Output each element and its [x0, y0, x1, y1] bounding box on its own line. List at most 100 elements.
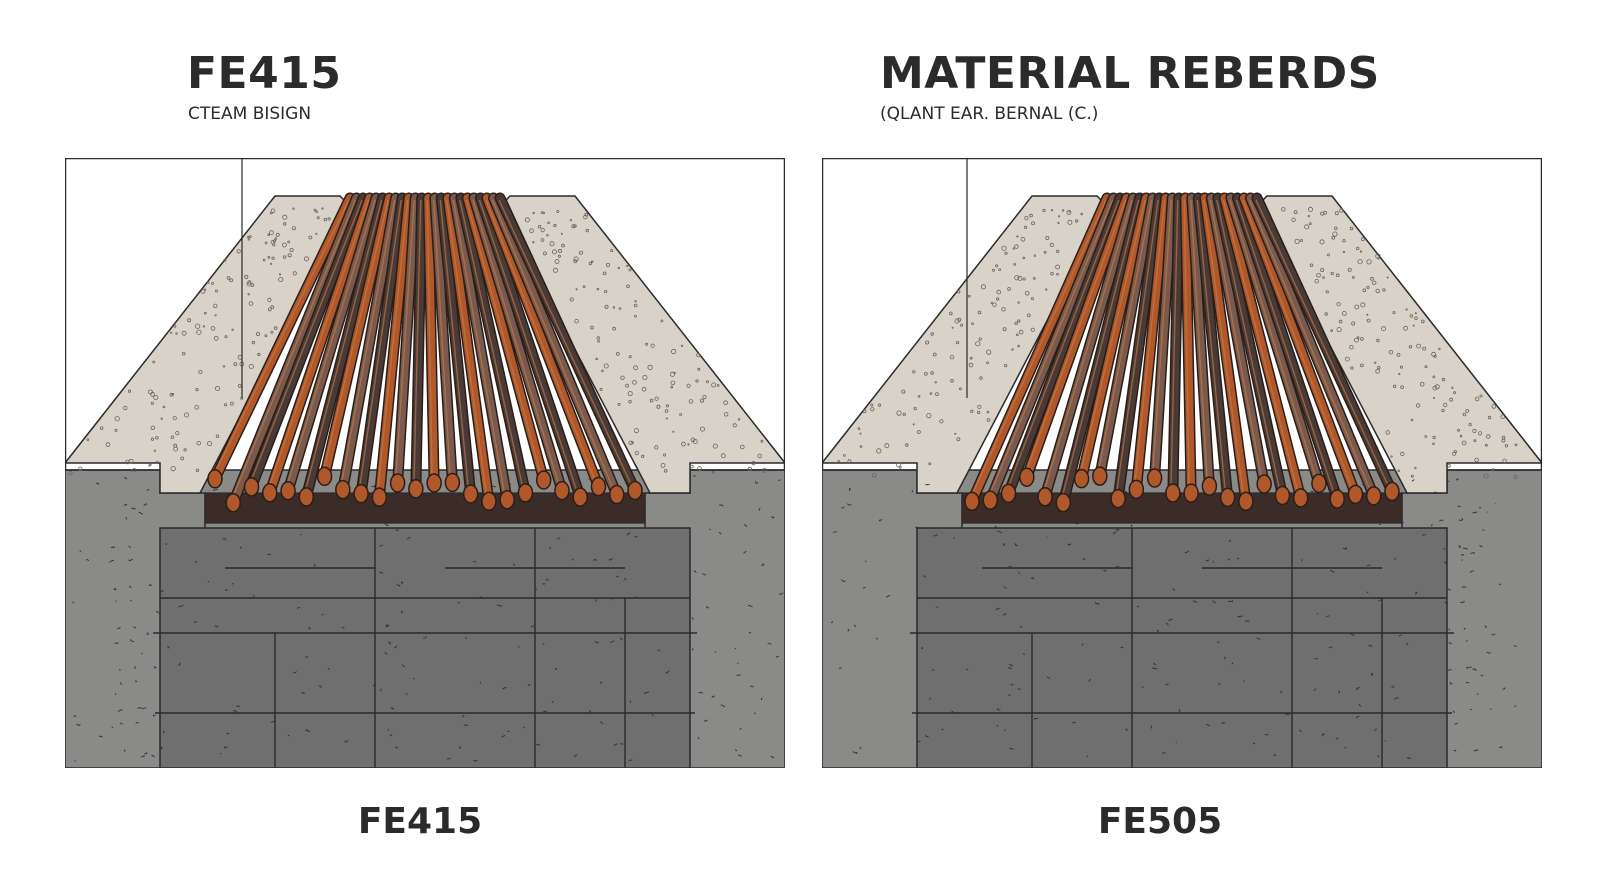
concrete-speck — [1338, 319, 1343, 324]
concrete-speck — [1029, 213, 1033, 218]
concrete-speck — [876, 448, 882, 454]
concrete-speck — [690, 437, 696, 443]
concrete-speck — [884, 443, 890, 449]
rebar-end — [608, 484, 625, 505]
concrete-speck — [251, 340, 256, 345]
concrete-speck — [1007, 287, 1011, 291]
concrete-speck — [978, 337, 982, 341]
concrete-speck — [1491, 468, 1495, 471]
concrete-speck — [557, 254, 561, 258]
block-texture — [110, 546, 116, 549]
block-texture — [305, 729, 310, 733]
concrete-speck — [590, 260, 594, 263]
concrete-speck — [950, 379, 954, 383]
block-texture — [132, 626, 137, 629]
concrete-speck — [236, 249, 241, 254]
block-texture — [941, 728, 944, 731]
concrete-speck — [670, 385, 674, 389]
concrete-speck — [1434, 384, 1440, 390]
rebar — [1220, 194, 1305, 502]
block-texture — [1377, 755, 1380, 758]
concrete-speck — [1419, 381, 1425, 387]
block-texture — [1153, 662, 1156, 666]
block-texture — [1003, 586, 1007, 589]
concrete-speck — [1016, 235, 1019, 238]
concrete-speck — [642, 374, 648, 380]
block-texture — [146, 488, 150, 491]
block-texture — [125, 517, 128, 520]
concrete-speck — [998, 268, 1002, 271]
concrete-speck — [956, 341, 960, 345]
block-texture — [1009, 664, 1013, 667]
block-texture — [761, 563, 765, 566]
rebar-end — [1073, 468, 1090, 489]
concrete-speck — [665, 417, 668, 420]
rebar-highlight — [969, 199, 1107, 500]
block-texture — [459, 746, 462, 749]
rebar-highlight — [358, 199, 402, 492]
concrete-speck — [175, 332, 178, 335]
concrete-speck — [532, 211, 535, 215]
rebar — [1233, 194, 1342, 503]
block-texture — [1023, 653, 1026, 655]
concrete-speck — [1344, 356, 1350, 362]
concrete-speck — [956, 289, 961, 294]
concrete-speck — [697, 367, 701, 371]
block-texture — [831, 620, 834, 624]
concrete-speck — [1330, 271, 1334, 276]
rebar-highlight — [1248, 199, 1373, 495]
concrete-speck — [1304, 224, 1310, 230]
rebar — [469, 194, 566, 495]
rebar-highlight — [426, 199, 433, 481]
concrete-speck — [1342, 239, 1346, 243]
concrete-speck — [524, 217, 530, 223]
rebar-highlight — [267, 199, 370, 491]
concrete-speck — [1487, 415, 1492, 420]
rebar-highlight — [465, 199, 543, 479]
rebar-end — [499, 490, 515, 510]
rebar — [1226, 194, 1323, 488]
block-texture — [599, 681, 602, 684]
concrete-speck — [1474, 396, 1480, 402]
block-texture — [767, 642, 772, 645]
concrete-speck — [1026, 313, 1031, 318]
block-texture — [703, 719, 708, 722]
concrete-speck — [700, 426, 706, 432]
concrete-speck — [1366, 259, 1372, 265]
rebar-end — [1110, 488, 1126, 509]
block-texture — [711, 695, 715, 698]
left-caption: FE415 — [357, 801, 483, 842]
block-texture — [140, 755, 146, 758]
rebar-end — [1238, 491, 1254, 512]
concrete-speck — [1011, 348, 1014, 351]
rebar — [476, 194, 585, 502]
block-texture — [287, 734, 290, 737]
concrete-speck — [582, 285, 586, 288]
block-texture — [219, 752, 222, 755]
rebar-highlight — [1024, 199, 1127, 476]
rebar-end — [462, 484, 479, 504]
concrete-speck — [760, 439, 764, 443]
concrete-speck — [1375, 368, 1380, 374]
concrete-speck — [1061, 209, 1065, 212]
rebar-highlight — [1133, 199, 1166, 488]
concrete-speck — [1374, 361, 1377, 365]
concrete-speck — [634, 450, 639, 456]
concrete-speck — [628, 355, 632, 359]
concrete-speck — [1045, 288, 1048, 291]
concrete-speck — [1513, 475, 1518, 479]
concrete-speck — [1443, 402, 1448, 408]
concrete-speck — [1030, 327, 1035, 332]
concrete-speck — [1500, 414, 1505, 419]
block-texture — [735, 749, 738, 752]
concrete-speck — [898, 465, 902, 469]
concrete-speck — [248, 235, 252, 238]
rebar-end — [262, 483, 278, 503]
block-texture — [412, 677, 415, 680]
concrete-speck — [1330, 329, 1334, 332]
concrete-speck — [204, 311, 207, 315]
concrete-speck — [1433, 354, 1437, 358]
block-texture — [371, 485, 376, 488]
rebar-highlight — [248, 199, 363, 486]
block-texture — [1046, 676, 1051, 679]
